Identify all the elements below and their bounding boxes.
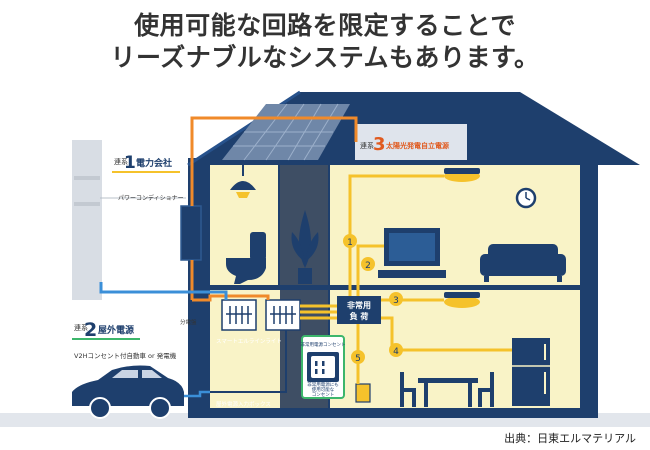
emergency-outlet-box (301, 335, 345, 399)
car-icon (72, 365, 184, 419)
plant-icon (291, 210, 319, 284)
sofa-icon (480, 244, 566, 282)
headline-line-1: 使用可能な回路を限定することで (134, 11, 516, 40)
utility-pole-icon (72, 140, 186, 300)
outlet-box-top: 非常用電源コンセント (301, 341, 346, 348)
source-credit: 出典：日東エルマテリアル (504, 432, 636, 445)
circuit-badge-2: 2 (365, 261, 371, 271)
smart-line-panel (265, 299, 301, 331)
solar-label-box (355, 124, 467, 160)
wall-outlet-icon (355, 383, 371, 403)
utility-number: 1 (124, 153, 136, 173)
toilet-icon (226, 232, 266, 284)
utility-label: 電力会社 (136, 157, 172, 169)
outlet-box-bottom3: コンセント (312, 392, 335, 398)
circuit-badges (343, 234, 403, 364)
emergency-load-line1: 非常用 (347, 300, 371, 310)
tv-icon (378, 228, 446, 278)
outlet-box-bottom1: 非常用電源にも (307, 381, 339, 388)
ceiling-light-lower-icon (444, 292, 480, 308)
circuit-badge-4: 4 (393, 347, 399, 357)
power-conditioner (180, 205, 202, 261)
utility-prefix: 連系 (114, 157, 128, 166)
emergency-load-panel (337, 296, 381, 324)
distribution-panel (221, 299, 257, 331)
smart-line-label: スマートエルラインライト (216, 338, 282, 345)
outdoor-number: 2 (84, 319, 97, 341)
panel-label: 分電盤 (180, 318, 197, 326)
circuit-badge-1: 1 (347, 238, 353, 248)
clock-icon (515, 187, 537, 209)
solar-prefix: 連系 (360, 141, 374, 150)
outdoor-prefix: 連系 (74, 323, 88, 332)
circuit-badge-3: 3 (393, 296, 399, 306)
pendant-lamp-icon (230, 165, 256, 198)
outdoor-box-label: 屋外電源入力ボックス (216, 400, 271, 408)
solar-label: 太陽光発電自立電源 (386, 141, 449, 150)
headline-line-2: リーズナブルなシステムもあります。 (110, 43, 540, 72)
emergency-circuits (300, 174, 512, 384)
outlet-box-bottom2: 使用可能な (312, 386, 335, 393)
refrigerator-icon (512, 338, 550, 406)
dining-table-icon (400, 372, 494, 407)
pcs-label: パワーコンディショナー (118, 194, 184, 202)
outdoor-sub: V2Hコンセント付自動車 or 発電機 (74, 351, 177, 360)
emergency-load-line2: 負 荷 (350, 311, 369, 321)
ceiling-light-icon (444, 168, 480, 182)
utility-line (99, 282, 228, 300)
solar-number: 3 (373, 134, 386, 155)
solar-line (190, 116, 358, 206)
circuit-badge-5: 5 (355, 354, 361, 364)
outdoor-label: 屋外電源 (98, 324, 134, 336)
